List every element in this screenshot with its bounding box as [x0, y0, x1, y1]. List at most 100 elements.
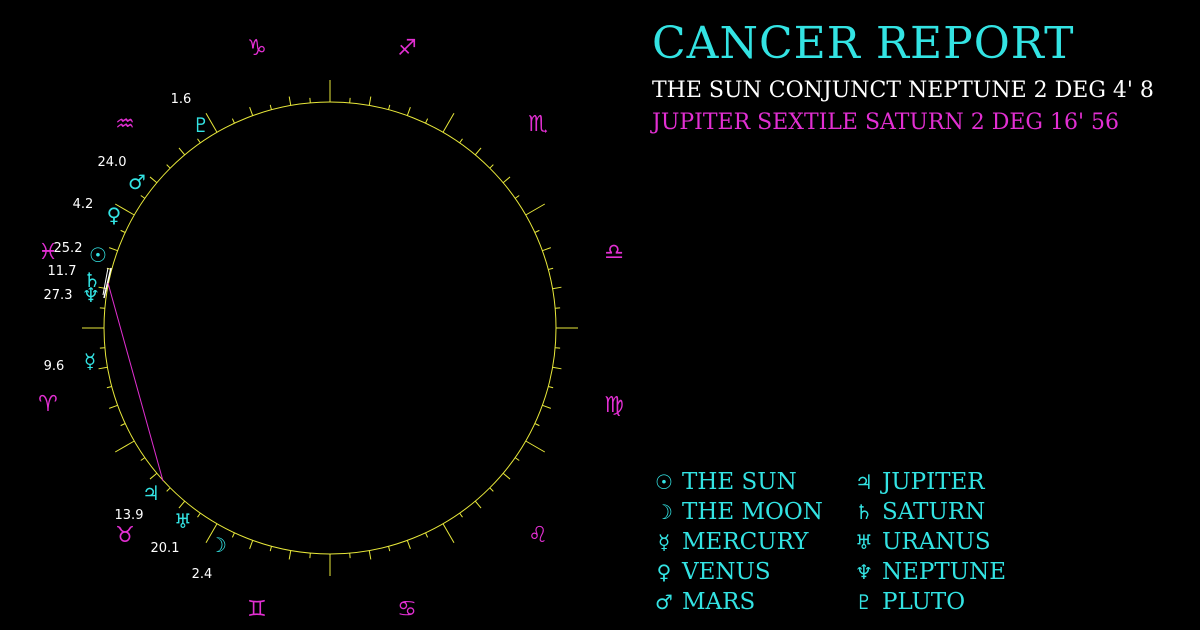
degree-tick: [552, 366, 562, 370]
legend-item-pluto: ♇ PLUTO: [850, 588, 965, 616]
legend-item-uranus: ♅ URANUS: [850, 528, 991, 556]
degree-tick: [269, 104, 272, 110]
zodiac-libra-icon: ♎: [604, 240, 624, 265]
degree-tick: [178, 500, 186, 509]
jupiter-icon: ♃: [855, 470, 873, 494]
degree-label-taurus-point: 13.9: [115, 508, 144, 523]
report-title: CANCER REPORT: [652, 18, 1075, 69]
zodiac-capricorn-icon: ♑: [247, 36, 267, 61]
wheel-circle: [103, 101, 557, 555]
aspect-line-sun-neptune-2: [102, 267, 109, 296]
degree-tick: [149, 472, 158, 480]
zodiac-virgo-icon: ♍: [604, 393, 624, 418]
legend-label: PLUTO: [882, 589, 966, 615]
degree-tick: [442, 523, 455, 544]
degree-tick: [114, 440, 135, 453]
pluto-icon: ♇: [855, 590, 873, 614]
degree-tick: [249, 107, 254, 116]
uranus-icon: ♅: [855, 530, 873, 554]
degree-tick: [140, 195, 146, 199]
degree-tick: [388, 104, 391, 110]
degree-tick: [114, 203, 135, 216]
neptune-icon: ♆: [855, 560, 873, 584]
planet-sun-icon: ☉: [89, 243, 107, 267]
degree-tick: [269, 546, 272, 552]
natal-chart-wheel: ♑ ♐ ♏ ♎ ♍ ♌ ♋ ♊ ♉ ♈ ♓ ♒ ♇ ♂ ♀ ☉ ♄ ♆ ☿ ♃ …: [38, 36, 624, 622]
legend-item-moon: ☽THE MOON: [650, 498, 823, 526]
degree-tick: [406, 540, 411, 549]
degree-tick: [249, 540, 254, 549]
degree-label-uranus: 20.1: [151, 541, 180, 556]
mars-icon: ♂: [655, 590, 673, 614]
planet-legend: ☉THE SUN ☽THE MOON ☿MERCURY ♀VENUS ♂MARS…: [650, 468, 1030, 618]
degree-tick: [425, 118, 429, 124]
degree-tick: [548, 386, 554, 389]
degree-tick: [120, 229, 126, 233]
degree-tick: [109, 404, 118, 409]
degree-tick: [368, 550, 372, 560]
legend-label: SATURN: [882, 499, 986, 525]
degree-label-neptune: 27.3: [44, 288, 73, 303]
zodiac-aries-icon: ♈: [38, 392, 58, 417]
degree-tick: [552, 286, 562, 290]
degree-label-mars: 24.0: [98, 155, 127, 170]
zodiac-leo-icon: ♌: [528, 523, 548, 548]
moon-icon: ☽: [655, 500, 673, 524]
legend-item-mars: ♂ MARS: [650, 588, 755, 616]
degree-tick: [534, 229, 540, 233]
degree-tick: [197, 512, 201, 518]
degree-tick: [120, 423, 126, 427]
legend-label: THE SUN: [682, 469, 797, 495]
degree-tick: [442, 112, 455, 133]
degree-tick: [425, 532, 429, 538]
degree-label-moon: 2.4: [192, 567, 213, 582]
degree-tick: [502, 472, 511, 480]
degree-label-pluto: 1.6: [171, 92, 192, 107]
degree-label-mercury: 9.6: [44, 359, 65, 374]
aspect-sun-neptune: THE SUN CONJUNCT NEPTUNE 2 DEG 4' 8: [652, 78, 1154, 103]
degree-tick: [149, 176, 158, 184]
degree-tick: [525, 440, 546, 453]
aspect-line-jupiter-saturn: [107, 282, 164, 482]
aspect-jupiter-saturn: JUPITER SEXTILE SATURN 2 DEG 16' 56: [652, 110, 1120, 135]
degree-tick: [231, 118, 235, 124]
degree-tick: [140, 457, 146, 461]
planet-neptune-icon: ♆: [82, 283, 100, 307]
zodiac-sagittarius-icon: ♐: [397, 36, 417, 61]
zodiac-pisces-icon: ♓: [38, 240, 58, 265]
legend-item-sun: ☉ THE SUN: [650, 468, 797, 496]
degree-tick: [231, 532, 235, 538]
zodiac-taurus-icon: ♉: [115, 523, 135, 548]
legend-label: MERCURY: [682, 529, 809, 555]
mercury-icon: ☿: [657, 530, 671, 554]
degree-tick: [178, 147, 186, 156]
degree-tick: [109, 247, 118, 252]
legend-item-saturn: ♄SATURN: [850, 498, 985, 526]
planet-pluto-icon: ♇: [192, 113, 210, 137]
degree-tick: [525, 203, 546, 216]
planet-mars-icon: ♂: [128, 170, 146, 194]
planet-saturn-icon: ♄: [83, 268, 101, 292]
degree-tick: [514, 457, 520, 461]
degree-tick: [205, 523, 218, 544]
legend-label: URANUS: [882, 529, 991, 555]
zodiac-gemini-icon: ♊: [247, 597, 267, 622]
planet-moon-icon: ☽: [209, 533, 227, 557]
legend-label: JUPITER: [882, 469, 985, 495]
degree-tick: [542, 247, 551, 252]
degree-tick: [98, 366, 108, 370]
degree-tick: [489, 487, 494, 492]
venus-icon: ♀: [656, 560, 672, 584]
legend-label: MARS: [682, 589, 756, 615]
zodiac-aquarius-icon: ♒: [115, 112, 135, 137]
sun-icon: ☉: [655, 470, 673, 494]
degree-tick: [459, 512, 463, 518]
degree-tick: [502, 176, 511, 184]
legend-item-mercury: ☿ MERCURY: [650, 528, 809, 556]
degree-tick: [288, 96, 292, 106]
degree-tick: [406, 107, 411, 116]
degree-tick: [106, 386, 112, 389]
degree-tick: [534, 423, 540, 427]
degree-label-saturn: 11.7: [48, 264, 77, 279]
degree-tick: [542, 404, 551, 409]
